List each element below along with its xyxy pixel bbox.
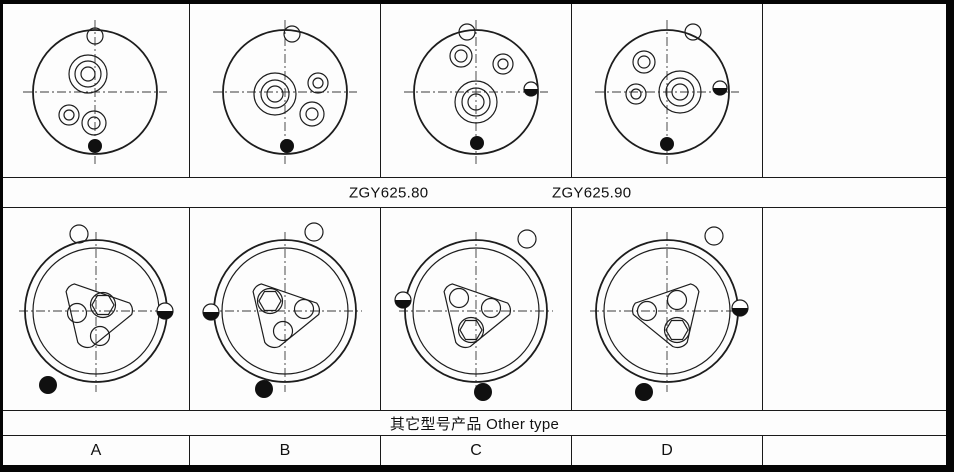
flange-drawing-icon [213,20,357,164]
flange-drawing-icon [394,229,553,401]
flange-drawing-icon [404,20,548,164]
column-label-d: D [572,436,763,465]
drawing-cell-bottom-b [190,208,381,410]
drawing-cell-top-3 [381,4,572,177]
other-type-label-row: 其它型号产品 Other type [3,411,946,436]
drawing-cell-bottom-a [3,208,190,410]
drawing-cell-top-1 [3,4,190,177]
model-label-row: ZGY625.80 ZGY625.90 [3,178,946,208]
empty-cell-top [763,4,946,177]
model-number-right: ZGY625.90 [552,184,632,201]
flange-drawing-icon [590,226,749,401]
bottom-drawings-row [3,208,946,411]
flange-drawing-icon [23,20,167,164]
column-label-b: B [190,436,381,465]
empty-cell-bottom [763,208,946,410]
drawing-cell-bottom-c [381,208,572,410]
flange-drawing-icon [595,20,739,164]
column-label-a: A [3,436,190,465]
drawing-cell-bottom-d [572,208,763,410]
empty-cell-letters [763,436,946,465]
top-drawings-row [3,4,946,178]
flange-drawing-icon [19,224,174,394]
drawing-cell-top-4 [572,4,763,177]
drawing-cell-top-2 [190,4,381,177]
flange-drawing-icon [202,222,362,398]
column-label-c: C [381,436,572,465]
model-number-left: ZGY625.80 [349,184,429,201]
column-letters-row: A B C D [3,436,946,465]
drawing-table: ZGY625.80 ZGY625.90 [3,4,946,465]
other-type-label: 其它型号产品 Other type [389,415,560,433]
